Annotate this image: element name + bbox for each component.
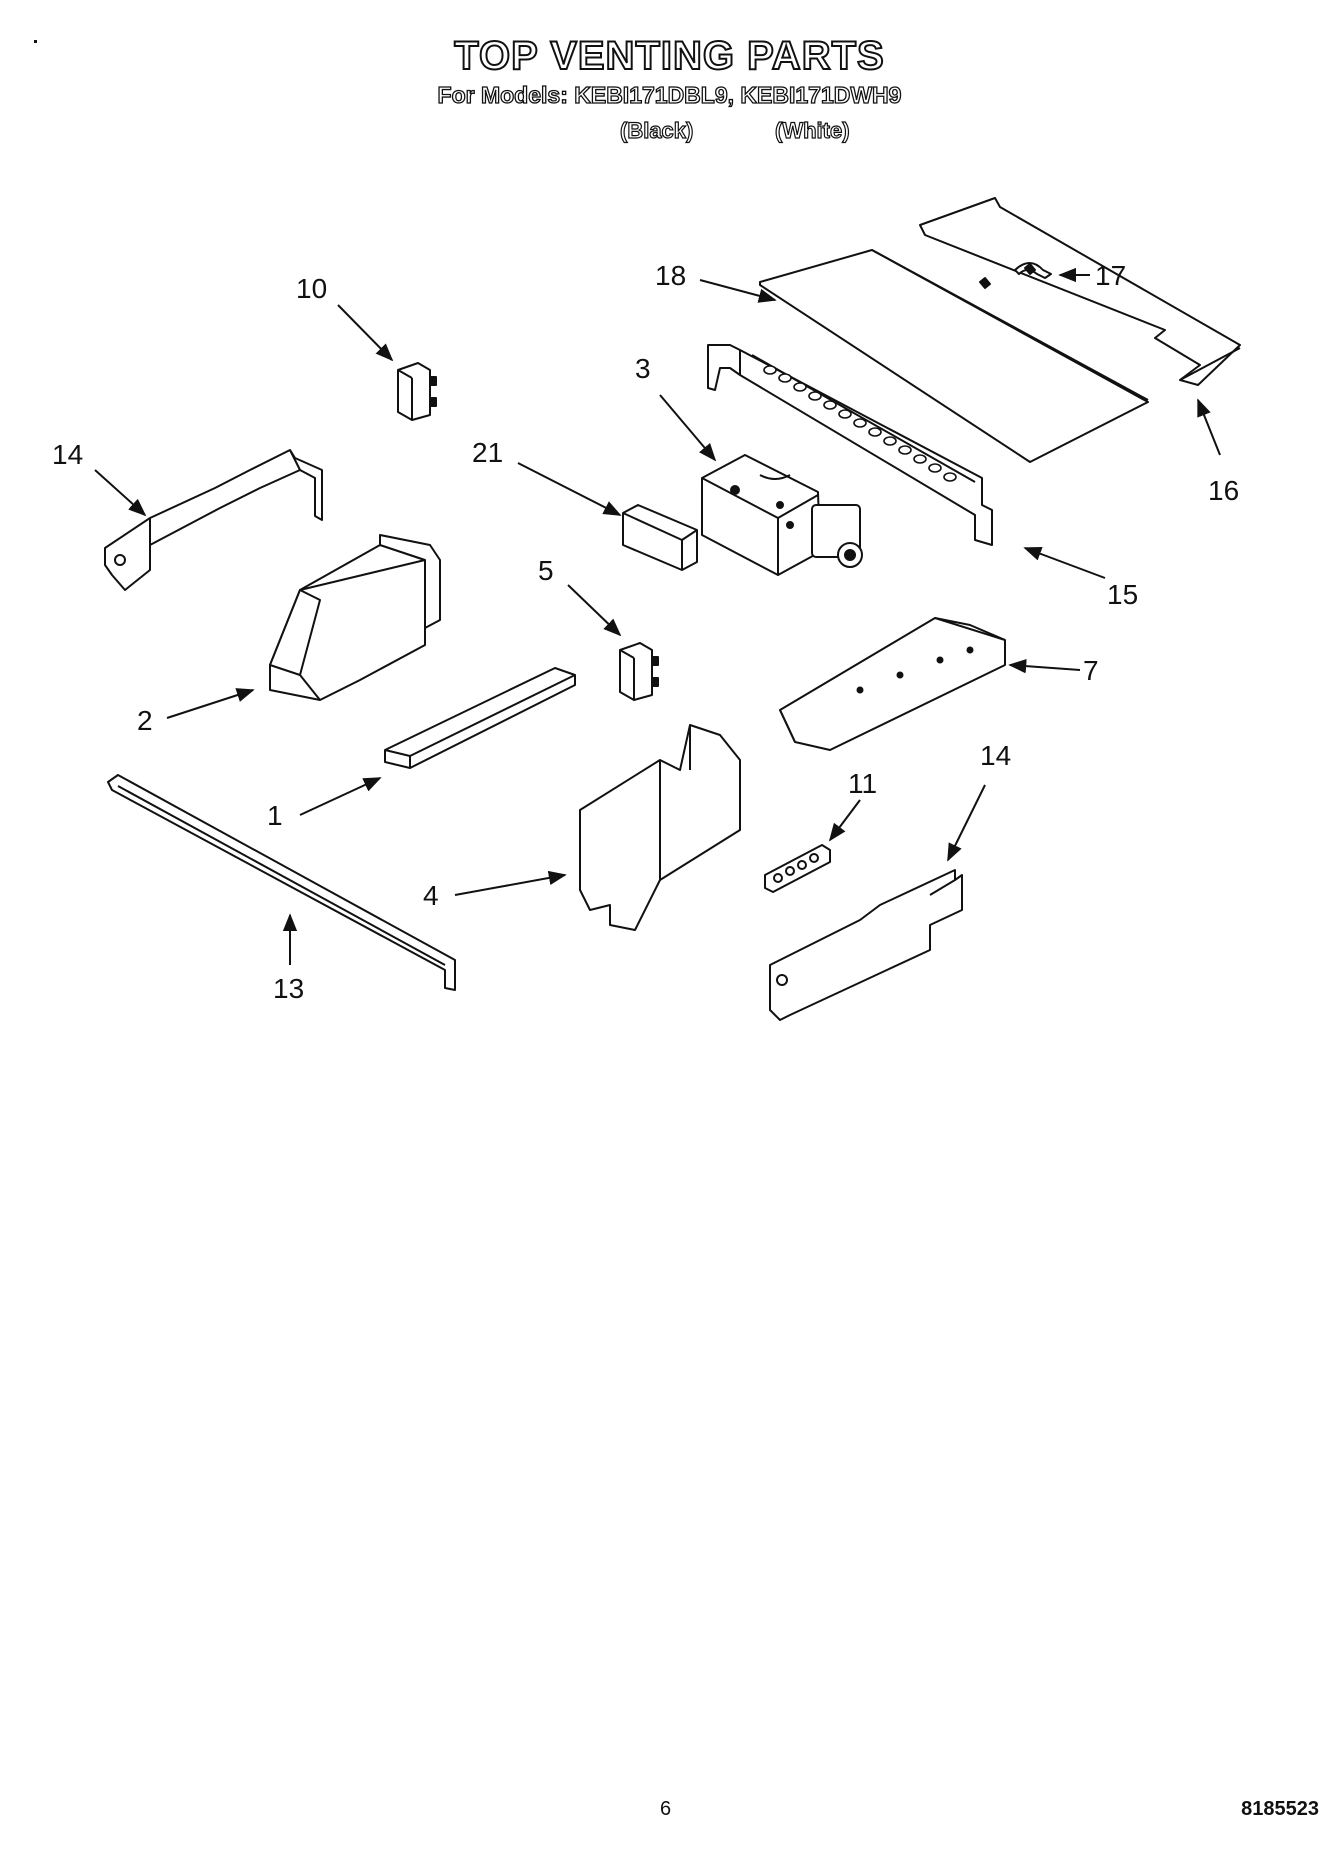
callout-10: 10 xyxy=(296,273,327,304)
callout-3: 3 xyxy=(635,353,651,384)
models-line: For Models: KEBI171DBL9, KEBI171DWH9 xyxy=(437,81,902,108)
callout-5: 5 xyxy=(538,555,554,586)
callout-17: 17 xyxy=(1095,260,1126,291)
callout-14-left: 14 xyxy=(52,439,83,470)
page-title: TOP VENTING PARTS xyxy=(453,33,885,79)
part-14-side-bracket-right xyxy=(769,869,963,1021)
part-14-side-bracket-left xyxy=(104,449,323,591)
callout-16: 16 xyxy=(1208,475,1239,506)
part-1-channel xyxy=(384,667,576,769)
part-13-long-rail xyxy=(107,774,456,991)
part-4-baffle xyxy=(579,724,741,931)
part-2-air-duct xyxy=(269,534,441,701)
part-21-ferrite-block xyxy=(622,504,698,571)
variant-black-label: (Black) xyxy=(619,117,694,143)
callout-18: 18 xyxy=(655,260,686,291)
leader-lines xyxy=(94,267,1221,965)
part-7-mounting-plate xyxy=(779,617,1006,751)
callout-4: 4 xyxy=(423,880,439,911)
callout-13: 13 xyxy=(273,973,304,1004)
page-number: 6 xyxy=(660,1798,672,1820)
corner-mark xyxy=(34,40,37,43)
part-15-vented-bracket xyxy=(707,344,993,546)
callout-21: 21 xyxy=(472,437,503,468)
part-5-switch xyxy=(619,642,659,701)
part-16-top-panel xyxy=(919,197,1241,386)
part-3-fan-motor xyxy=(701,454,863,576)
part-18-shield-plate xyxy=(759,249,1149,463)
callout-14-right: 14 xyxy=(980,740,1011,771)
callout-1: 1 xyxy=(267,800,283,831)
callout-11: 11 xyxy=(848,768,877,799)
document-number: 8185523 xyxy=(1241,1798,1319,1820)
callout-7: 7 xyxy=(1083,655,1099,686)
part-11-terminal-block xyxy=(764,844,831,893)
variant-white-label: (White) xyxy=(774,117,850,143)
callout-2: 2 xyxy=(137,705,153,736)
part-10-switch xyxy=(397,362,437,421)
callout-15: 15 xyxy=(1107,579,1138,610)
